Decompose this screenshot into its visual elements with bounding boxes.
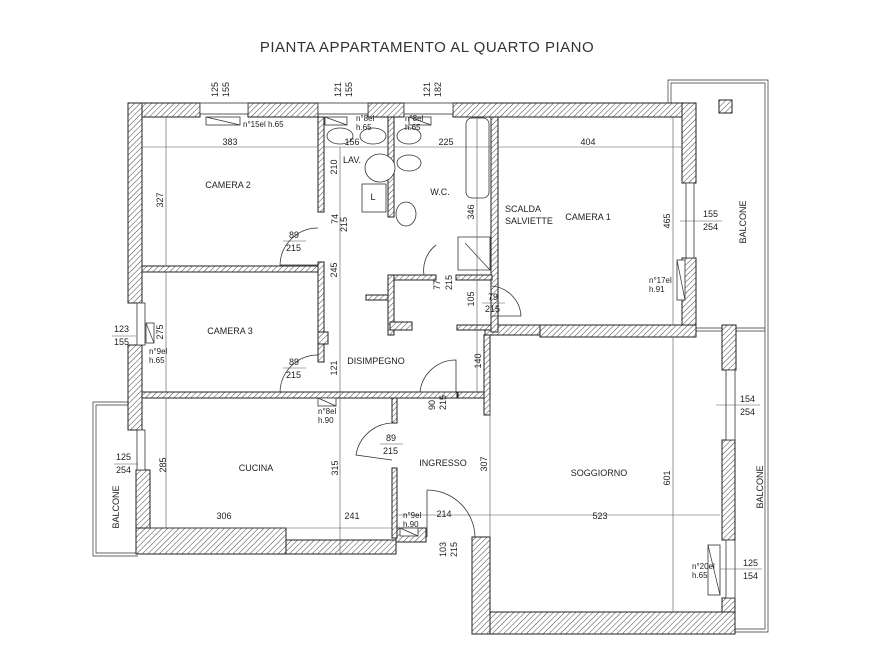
room-dimensions: 383 327 156 210 225 346 404 465 245 105 … [155, 137, 672, 521]
w-camera3-note2: h.65 [149, 356, 165, 365]
w-cucina-bottom: 254 [116, 465, 131, 475]
bathroom-fixtures [326, 117, 491, 271]
rad-disimpegno-note1: n°8el [318, 407, 337, 416]
w-lav-top: 121 [333, 82, 343, 97]
d-camera1-top: 79 [488, 292, 498, 302]
room-balcone-right-top: BALCONE [738, 200, 748, 243]
w-soggiorno2-bottom: 154 [743, 571, 758, 581]
d-cucina-top: 89 [386, 433, 396, 443]
rad-disimpegno-note2: h.90 [318, 416, 334, 425]
column-icon [718, 99, 733, 114]
dim-cucina-h: 285 [158, 457, 168, 472]
rad-ingresso-note2: h.90 [403, 520, 419, 529]
balcone-left-outline [92, 401, 138, 557]
room-soggiorno: SOGGIORNO [571, 468, 628, 478]
dim-cucina-241: 241 [344, 511, 359, 521]
w-camera3-top: 123 [114, 324, 129, 334]
dim-corr-121: 121 [329, 360, 339, 375]
d-camera3-bottom: 215 [286, 370, 301, 380]
w-camera1-top: 155 [703, 209, 718, 219]
windows [136, 102, 736, 599]
window-labels: 125 155 n°15el h.65 121 155 n°8el h.65 1… [112, 82, 762, 581]
room-lav: LAV. [343, 155, 361, 165]
room-ingresso: INGRESSO [419, 458, 467, 468]
d-lav-bottom: 215 [339, 217, 349, 232]
w-lav-bottom: 155 [344, 82, 354, 97]
w-camera1-note2: h.91 [649, 285, 665, 294]
w-lav-note1: n°8el [356, 114, 375, 123]
dim-ingresso-307: 307 [479, 456, 489, 471]
w-wc-top: 121 [422, 82, 432, 97]
w-soggiorno1-top: 154 [740, 394, 755, 404]
dim-wc-h: 346 [466, 204, 476, 219]
room-wc: W.C. [430, 187, 450, 197]
w-camera1-bottom: 254 [703, 222, 718, 232]
w-camera2-bottom: 155 [221, 82, 231, 97]
d-cucina-bottom: 215 [383, 446, 398, 456]
dim-lav-h: 210 [329, 159, 339, 174]
room-balcone-left: BALCONE [111, 485, 121, 528]
d-camera3-top: 89 [289, 357, 299, 367]
plan-title: PIANTA APPARTAMENTO AL QUARTO PIANO [260, 39, 594, 56]
d-soggiorno-bottom: 215 [438, 395, 448, 410]
door-labels: 89 215 89 215 89 215 77 215 79 215 90 21… [283, 214, 505, 557]
w-camera2-note: n°15el h.65 [243, 120, 284, 129]
w-soggiorno2-note1: n°20el [692, 562, 715, 571]
dim-camera2-w: 383 [222, 137, 237, 147]
d-soggiorno-top: 90 [427, 400, 437, 410]
dim-cucina-315: 315 [330, 460, 340, 475]
d-camera1-bottom: 215 [485, 304, 500, 314]
room-cucina: CUCINA [239, 463, 274, 473]
room-disimpegno: DISIMPEGNO [347, 356, 405, 366]
w-soggiorno1-bottom: 254 [740, 407, 755, 417]
d-camera2-top: 89 [289, 230, 299, 240]
label-l-box: L [370, 192, 375, 202]
dimension-lines [142, 117, 720, 612]
dim-camera1-h: 465 [662, 213, 672, 228]
room-camera-2: CAMERA 2 [205, 180, 251, 190]
w-cucina-top: 125 [116, 452, 131, 462]
d-lav-top: 74 [330, 214, 340, 224]
dim-lav-w: 156 [344, 137, 359, 147]
dim-corr-245: 245 [329, 262, 339, 277]
room-labels: CAMERA 2 CAMERA 3 CAMERA 1 LAV. W.C. DIS… [111, 155, 765, 529]
dim-corr-105: 105 [466, 291, 476, 306]
dim-corr-140: 140 [473, 353, 483, 368]
room-camera-1: CAMERA 1 [565, 212, 611, 222]
w-camera2-top: 125 [210, 82, 220, 97]
label-salviette: SALVIETTE [505, 216, 553, 226]
dim-camera1-w: 404 [580, 137, 595, 147]
room-balcone-right-bottom: BALCONE [755, 465, 765, 508]
w-camera3-note1: n°9el [149, 347, 168, 356]
radiators [145, 116, 721, 596]
room-camera-3: CAMERA 3 [207, 326, 253, 336]
dim-camera2-h: 327 [155, 192, 165, 207]
interior-walls [141, 116, 499, 539]
doors [279, 227, 522, 538]
dim-soggiorno-h: 601 [662, 470, 672, 485]
w-camera3-bottom: 155 [114, 337, 129, 347]
w-camera1-note1: n°17el [649, 276, 672, 285]
dim-wc-w: 225 [438, 137, 453, 147]
label-scalda: SCALDA [505, 204, 541, 214]
w-soggiorno2-note2: h.65 [692, 571, 708, 580]
w-wc-note1: n°8el [405, 114, 424, 123]
dim-camera3-h: 275 [155, 324, 165, 339]
dim-ingresso-214: 214 [436, 509, 451, 519]
w-soggiorno2-top: 125 [743, 558, 758, 568]
rad-ingresso-note1: n°9el [403, 511, 422, 520]
w-lav-note2: h.65 [356, 123, 372, 132]
d-wc-bottom: 215 [444, 275, 454, 290]
d-camera2-bottom: 215 [286, 243, 301, 253]
dim-cucina-w: 306 [216, 511, 231, 521]
d-entrance-top: 103 [438, 542, 448, 557]
w-wc-note2: h.65 [405, 123, 421, 132]
d-entrance-bottom: 215 [449, 542, 459, 557]
dim-soggiorno-w: 523 [592, 511, 607, 521]
w-wc-bottom: 182 [433, 82, 443, 97]
d-wc-top: 77 [432, 280, 442, 290]
